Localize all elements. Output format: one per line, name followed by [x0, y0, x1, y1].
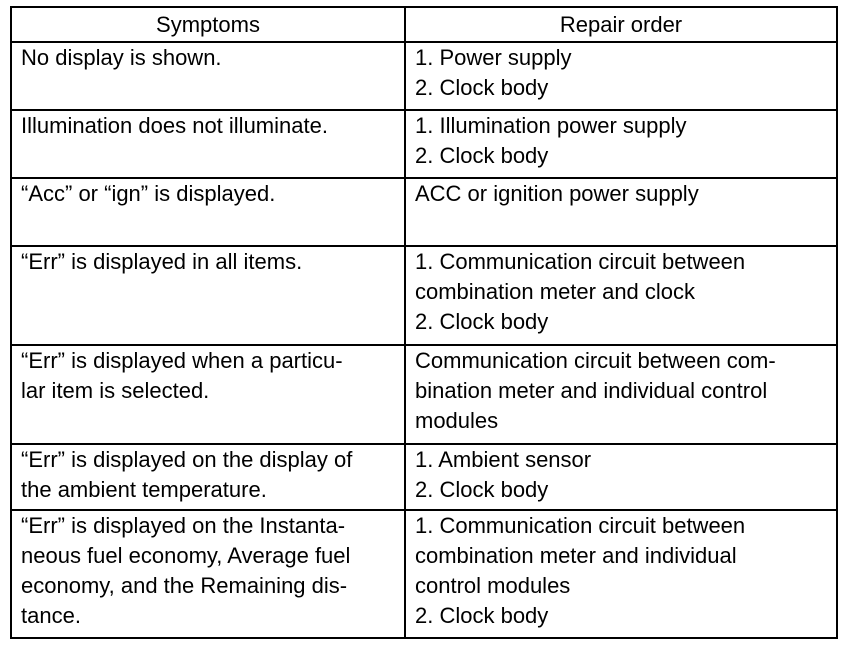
symptom-text: tance. — [21, 603, 81, 628]
symptom-text: No display is shown. — [21, 45, 222, 70]
repair-text: 2. Clock body — [415, 309, 549, 334]
symptom-text: the ambient temperature. — [21, 477, 267, 502]
repair-text: 1. Communication circuit between — [415, 249, 746, 274]
repair-text: 1. Illumination power supply — [415, 113, 687, 138]
repair-text: 1. Communication circuit between — [415, 513, 746, 538]
symptom-text: “Err” is displayed when a particu- — [21, 348, 343, 373]
symptom-cell: “Err” is displayed on the Instanta- neou… — [10, 509, 406, 639]
table-row: “Err” is displayed in all items. 1. Comm… — [10, 245, 838, 346]
symptom-cell: No display is shown. — [10, 41, 406, 111]
symptom-text: Illumination does not illuminate. — [21, 113, 328, 138]
symptom-text: “Err” is displayed in all items. — [21, 249, 303, 274]
repair-cell: 1. Communication circuit between combina… — [404, 509, 838, 639]
symptom-text: “Err” is displayed on the display of — [21, 447, 353, 472]
symptom-cell: Illumination does not illuminate. — [10, 109, 406, 179]
repair-text: 2. Clock body — [415, 477, 549, 502]
repair-text: modules — [415, 408, 499, 433]
repair-cell: 1. Power supply 2. Clock body — [404, 41, 838, 111]
table-row: “Err” is displayed when a particu- lar i… — [10, 344, 838, 445]
repair-text: 1. Ambient sensor — [415, 447, 592, 472]
repair-text: Communication circuit between com- — [415, 348, 776, 373]
symptom-text: economy, and the Remaining dis- — [21, 573, 348, 598]
symptom-repair-table: Symptoms Repair order No display is show… — [10, 6, 838, 639]
repair-text: combination meter and clock — [415, 279, 696, 304]
header-symptoms: Symptoms — [10, 6, 406, 43]
symptom-text: lar item is selected. — [21, 378, 210, 403]
repair-text: bination meter and individual control — [415, 378, 768, 403]
table-row: No display is shown. 1. Power supply 2. … — [10, 41, 838, 111]
repair-cell: ACC or ignition power supply — [404, 177, 838, 247]
repair-text: 2. Clock body — [415, 143, 549, 168]
table-row: “Err” is displayed on the Instanta- neou… — [10, 509, 838, 639]
symptom-cell: “Acc” or “ign” is displayed. — [10, 177, 406, 247]
repair-text: 2. Clock body — [415, 603, 549, 628]
repair-cell: 1. Communication circuit between combina… — [404, 245, 838, 346]
repair-text: control modules — [415, 573, 571, 598]
symptom-cell: “Err” is displayed on the display of the… — [10, 443, 406, 511]
symptom-text: “Err” is displayed on the Instanta- — [21, 513, 346, 538]
repair-text: 1. Power supply — [415, 45, 572, 70]
symptom-text: “Acc” or “ign” is displayed. — [21, 181, 276, 206]
repair-text: combination meter and individual — [415, 543, 737, 568]
repair-cell: 1. Illumination power supply 2. Clock bo… — [404, 109, 838, 179]
table-row: Illumination does not illuminate. 1. Ill… — [10, 109, 838, 179]
symptom-cell: “Err” is displayed in all items. — [10, 245, 406, 346]
table-row: “Acc” or “ign” is displayed. ACC or igni… — [10, 177, 838, 247]
symptom-cell: “Err” is displayed when a particu- lar i… — [10, 344, 406, 445]
symptom-text: neous fuel economy, Average fuel — [21, 543, 351, 568]
repair-cell: 1. Ambient sensor 2. Clock body — [404, 443, 838, 511]
header-repair-order: Repair order — [404, 6, 838, 43]
repair-text: ACC or ignition power supply — [415, 181, 699, 206]
repair-text: 2. Clock body — [415, 75, 549, 100]
table-row: “Err” is displayed on the display of the… — [10, 443, 838, 511]
table-header-row: Symptoms Repair order — [10, 6, 838, 43]
repair-cell: Communication circuit between com- binat… — [404, 344, 838, 445]
